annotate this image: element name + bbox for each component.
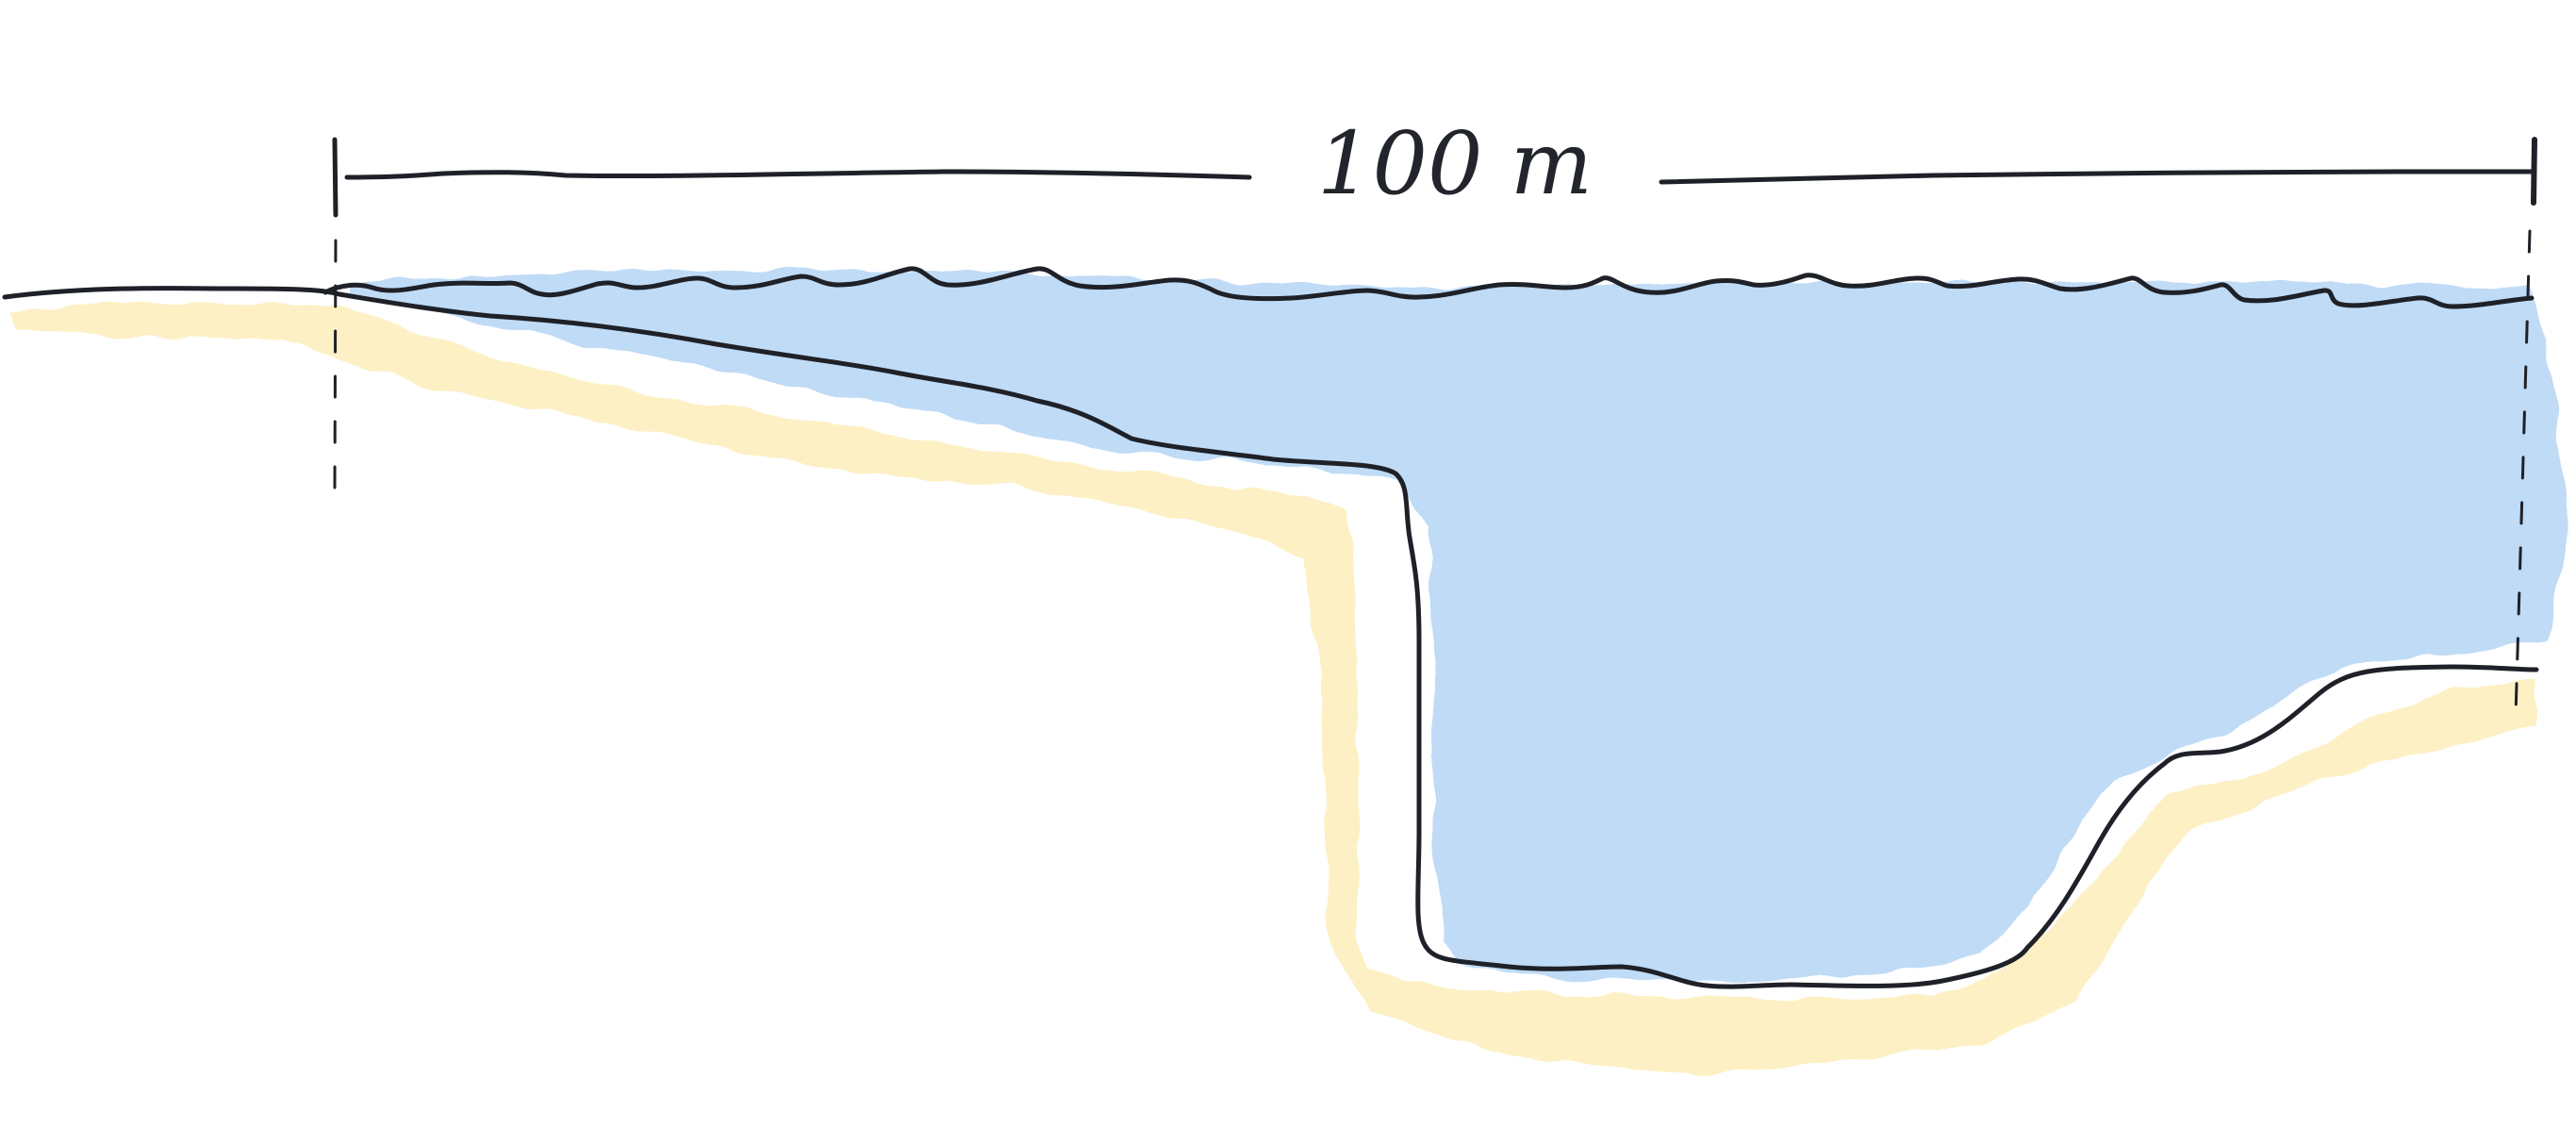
dimension-line	[332, 137, 2537, 719]
dimension-line-right	[1659, 169, 2534, 185]
water-fill	[349, 269, 2565, 981]
extension-line-left	[333, 239, 338, 492]
water-body	[349, 269, 2565, 981]
extension-line-right	[2514, 229, 2532, 719]
ground-and-pool-floor-line	[2, 286, 2539, 989]
water-surface-line	[322, 266, 2535, 309]
dimension-label: 100 m	[1317, 113, 1593, 214]
dimension-line-left	[344, 169, 1252, 180]
dimension-tick-left	[332, 137, 339, 218]
pool-outline	[2, 266, 2539, 989]
dimension-tick-right	[2531, 137, 2537, 206]
